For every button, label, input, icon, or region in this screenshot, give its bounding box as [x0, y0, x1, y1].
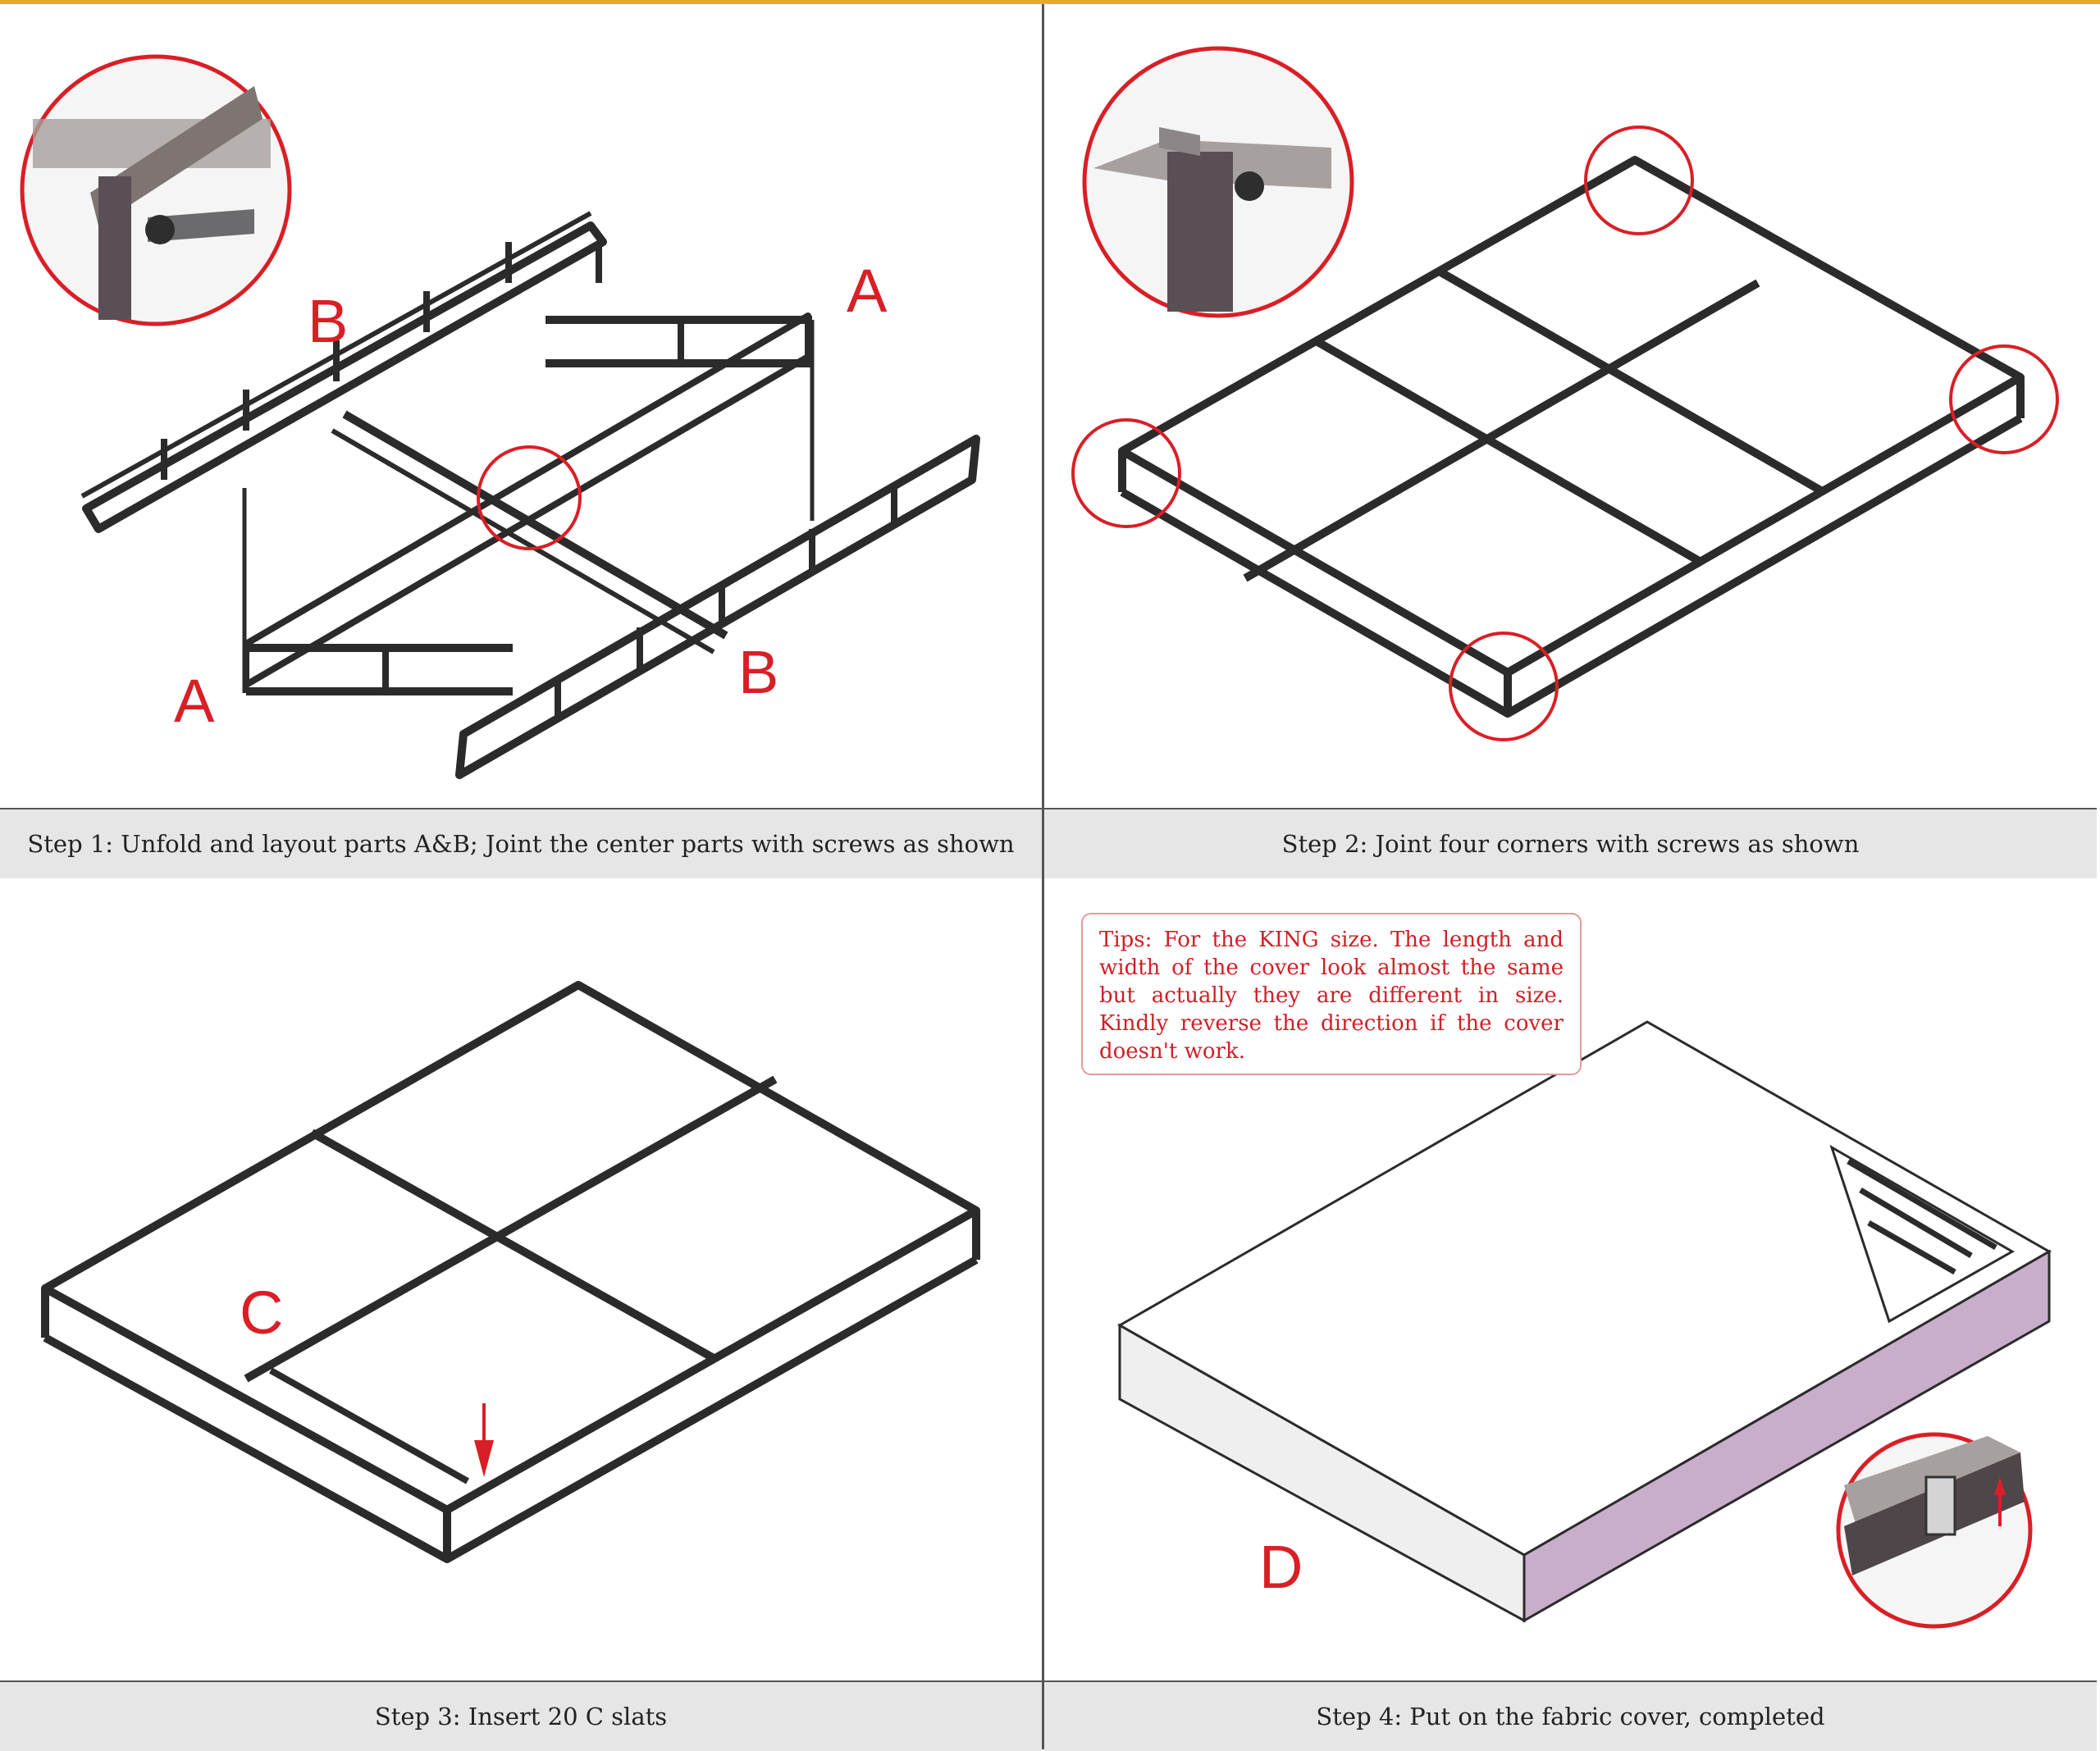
vertical-divider [1042, 4, 1044, 1749]
caption-step-3-text: Step 3: Insert 20 C slats [374, 1703, 668, 1730]
label-b-bottom: B [738, 638, 778, 706]
caption-step-4-text: Step 4: Put on the fabric cover, complet… [1316, 1703, 1825, 1730]
caption-step-2-text: Step 2: Joint four corners with screws a… [1281, 830, 1860, 858]
caption-step-2: Step 2: Joint four corners with screws a… [1044, 808, 2097, 880]
label-c: C [240, 1279, 283, 1347]
caption-step-4: Step 4: Put on the fabric cover, complet… [1044, 1680, 2097, 1751]
label-d: D [1259, 1533, 1303, 1601]
tips-note: Tips: For the KING size. The length and … [1081, 913, 1582, 1075]
label-a-top: A [847, 257, 888, 325]
step2-zoom-inset [1082, 46, 1354, 318]
caption-step-1-text: Step 1: Unfold and layout parts A&B; Joi… [27, 830, 1015, 858]
insert-arrow-icon [474, 1403, 494, 1477]
panel-step-3: C [0, 878, 1042, 1680]
step2-diagram [1071, 46, 2059, 741]
cover-opening [1829, 1144, 2016, 1324]
caption-step-3: Step 3: Insert 20 C slats [0, 1680, 1042, 1751]
step3-diagram: C [41, 981, 980, 1563]
step1-zoom-inset [20, 54, 292, 326]
step4-diagram: D [1116, 1020, 2052, 1629]
panel-step-2 [1044, 4, 2097, 808]
step1-diagram: B A A B [20, 54, 980, 779]
label-a-bottom: A [174, 667, 215, 735]
top-accent-bar [0, 0, 2100, 4]
label-b-top: B [308, 287, 348, 355]
panel-step-1: B A A B [0, 4, 1042, 808]
caption-step-1: Step 1: Unfold and layout parts A&B; Joi… [0, 808, 1042, 880]
step4-zoom-inset [1836, 1432, 2033, 1629]
